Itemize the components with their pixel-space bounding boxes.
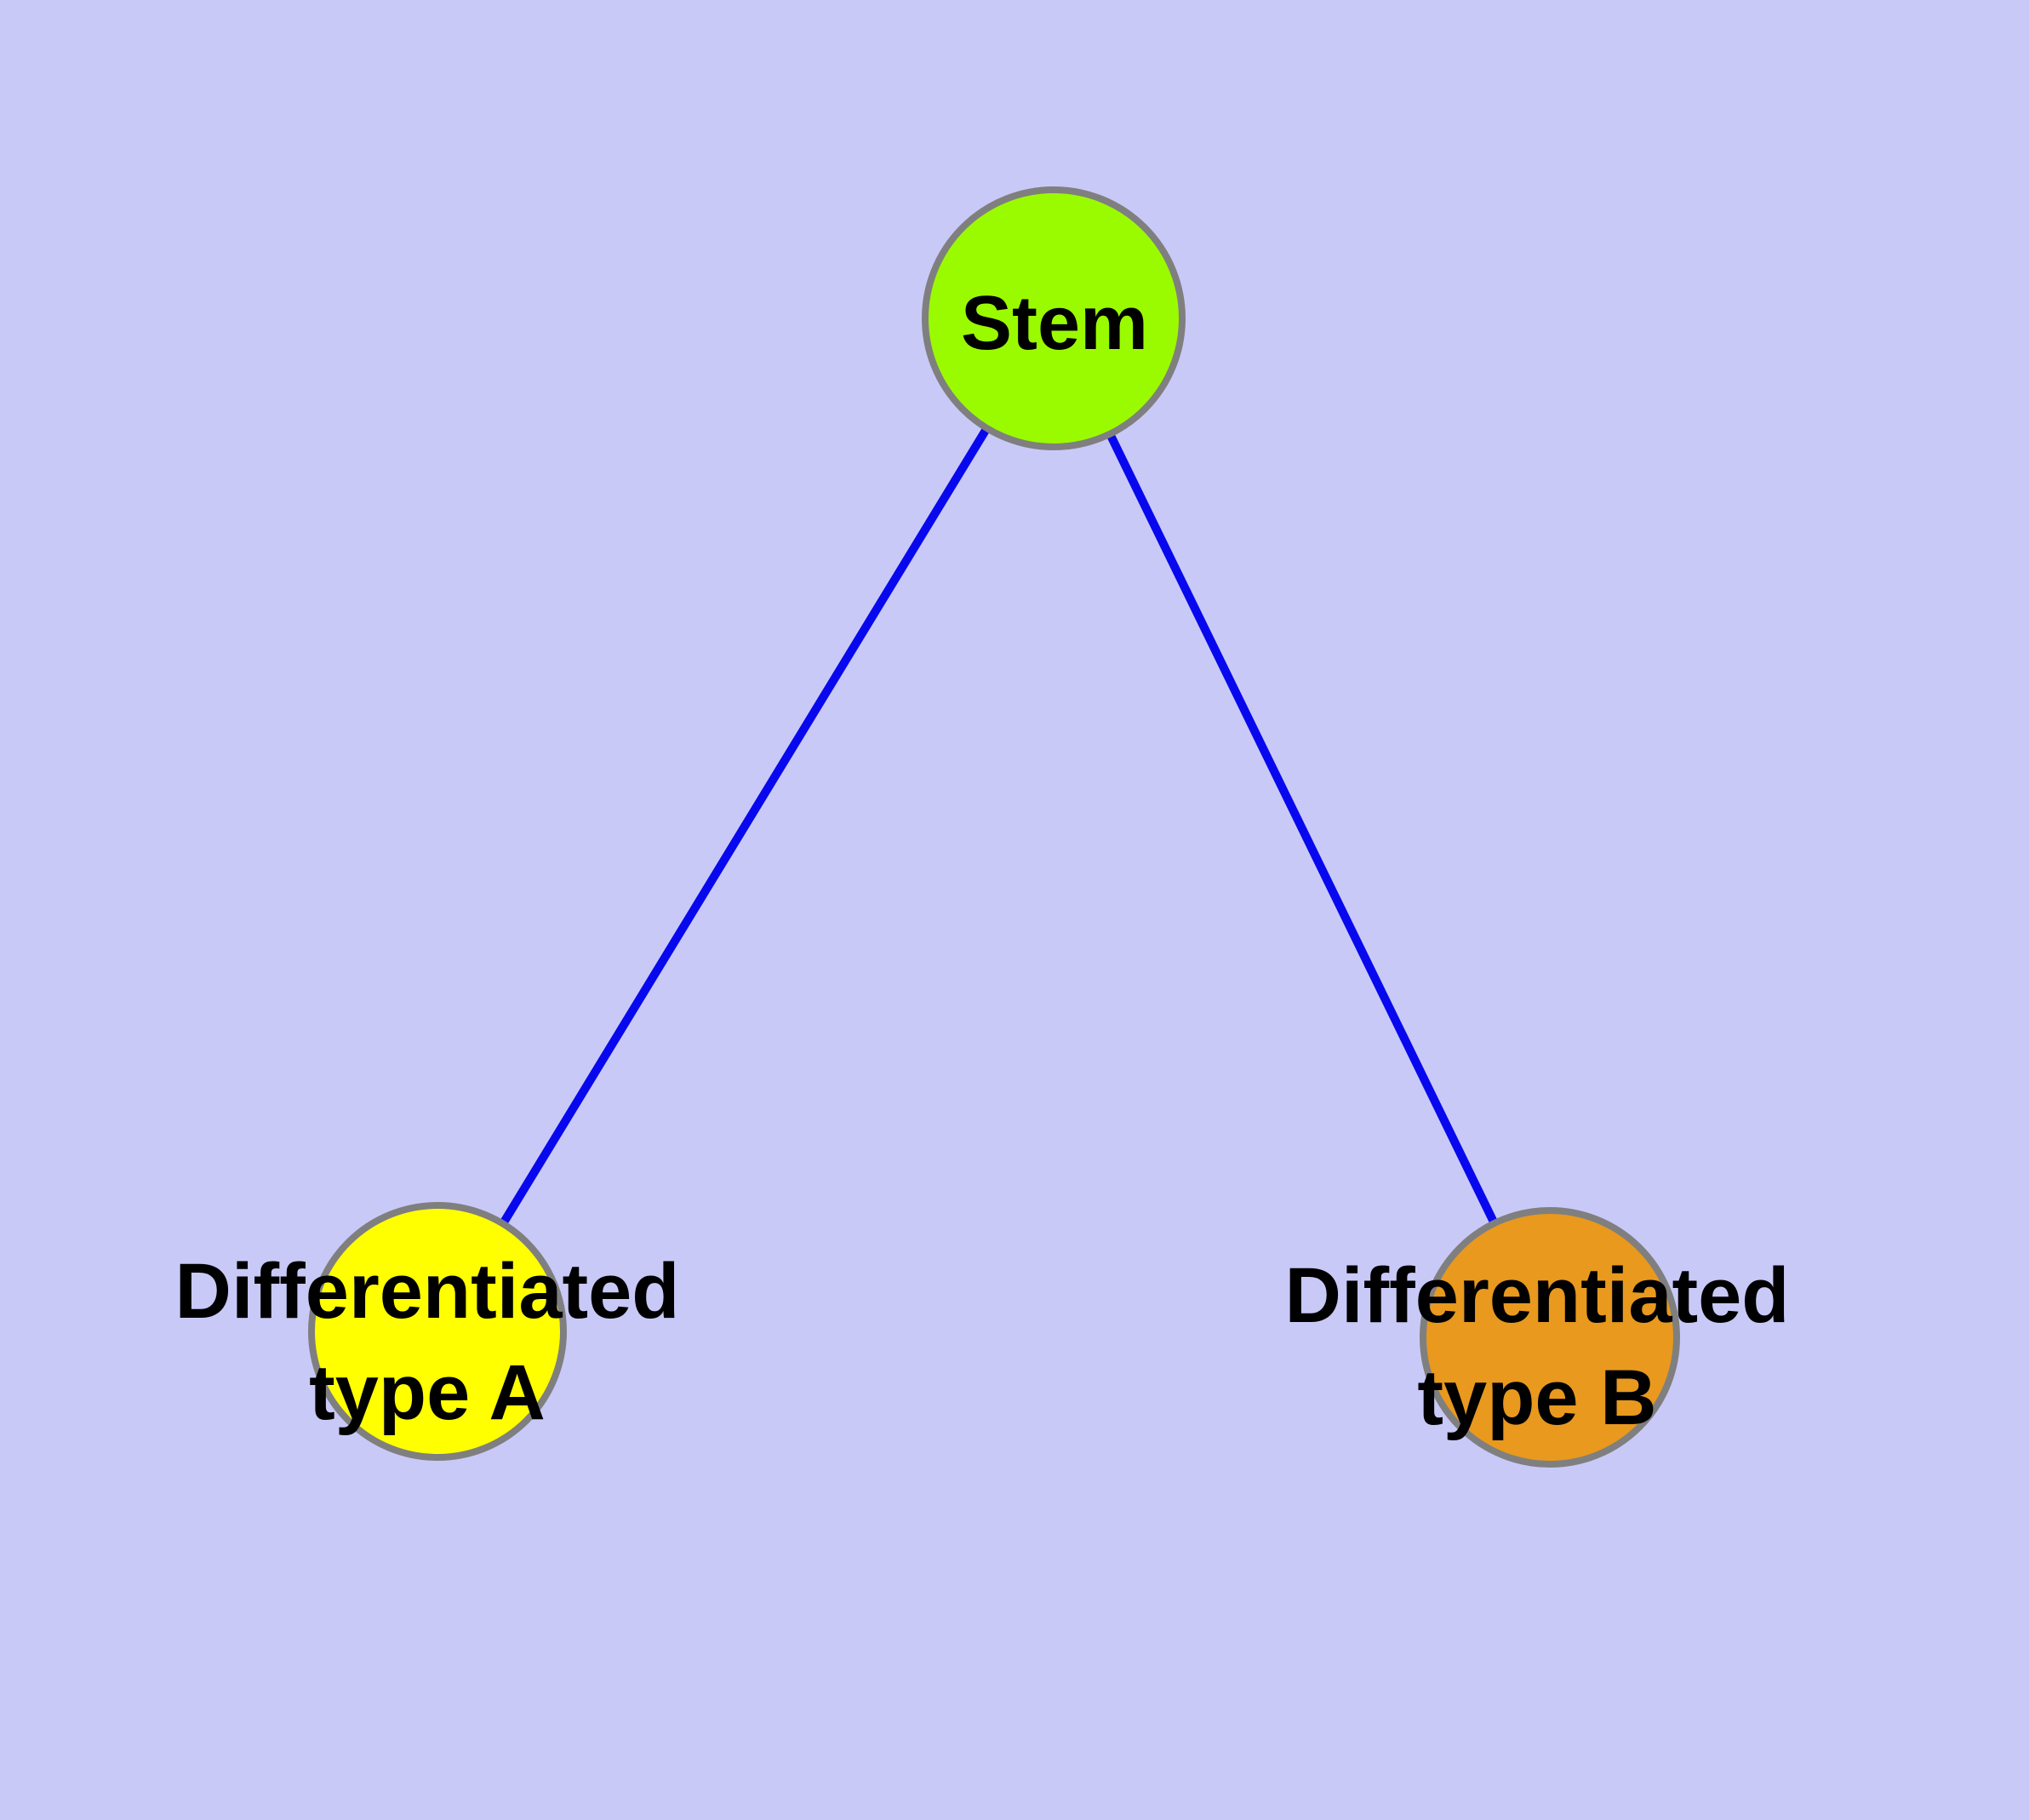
node-type-b-label-line1: Differentiated (1285, 1252, 1790, 1339)
node-type-a-label-line2: type A (309, 1349, 546, 1436)
node-differentiated-type-b (1420, 1207, 1680, 1468)
edge-stem-to-type-b (1049, 316, 1554, 1340)
node-type-a-label-line1: Differentiated (175, 1248, 680, 1335)
node-stem-label: Stem (961, 281, 1148, 366)
edge-stem-to-type-a (433, 316, 1058, 1334)
node-differentiated-type-a (308, 1202, 567, 1461)
node-type-b-label-line2: type B (1417, 1354, 1656, 1441)
node-stem (922, 186, 1186, 450)
